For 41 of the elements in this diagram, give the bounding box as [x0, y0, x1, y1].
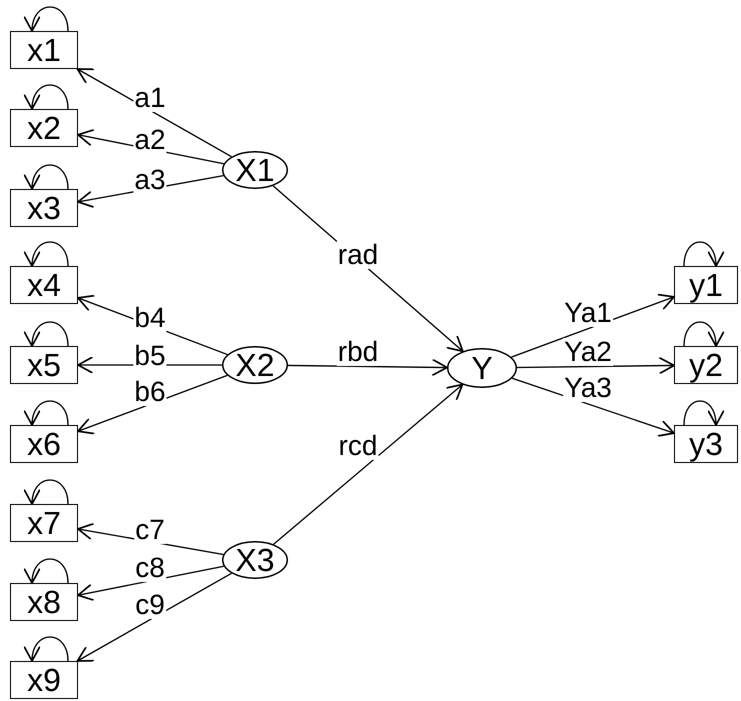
latent-variable-ellipse: Y — [447, 348, 517, 388]
path-arrow — [76, 68, 232, 158]
edge-label: rbd — [336, 338, 380, 366]
variance-loop-arrow — [24, 636, 69, 662]
edge-label: rad — [336, 241, 380, 269]
variance-loop-arrow — [24, 321, 69, 347]
variance-loop-arrow — [24, 558, 69, 584]
edge-label: rcd — [338, 432, 378, 460]
edge-label: b4 — [133, 304, 167, 332]
observed-variable-box: x4 — [10, 266, 78, 304]
edge-label: Ya2 — [563, 338, 613, 366]
variance-loop-arrow — [24, 479, 69, 505]
observed-variable-box: y3 — [674, 425, 738, 463]
variance-loop-arrow — [683, 241, 724, 267]
latent-variable-ellipse: X3 — [222, 541, 288, 579]
observed-variable-box: x1 — [10, 31, 78, 69]
path-arrow — [273, 384, 464, 545]
path-arrow — [511, 294, 675, 358]
path-arrow — [76, 572, 232, 662]
observed-variable-box: x3 — [10, 189, 78, 227]
observed-variable-box: x8 — [10, 583, 78, 621]
observed-variable-box: x7 — [10, 504, 78, 542]
edge-label: b6 — [133, 378, 167, 406]
path-arrow — [512, 378, 675, 437]
variance-loop-arrow — [24, 6, 69, 32]
variance-loop-arrow — [683, 400, 724, 426]
observed-variable-box: y2 — [674, 346, 738, 384]
observed-variable-box: x2 — [10, 109, 78, 147]
variance-loop-arrow — [24, 400, 69, 426]
variance-loop-arrow — [24, 241, 69, 267]
variance-loop-arrow — [24, 164, 69, 190]
observed-variable-box: x5 — [10, 346, 78, 384]
observed-variable-box: x9 — [10, 661, 78, 699]
path-arrow — [516, 356, 675, 374]
observed-variable-box: y1 — [674, 266, 738, 304]
variance-loop-arrow — [683, 321, 724, 347]
latent-variable-ellipse: X2 — [222, 346, 288, 384]
path-arrow — [288, 358, 448, 376]
variance-loop-arrow — [24, 84, 69, 110]
latent-variable-ellipse: X1 — [222, 151, 288, 189]
observed-variable-box: x6 — [10, 425, 78, 463]
